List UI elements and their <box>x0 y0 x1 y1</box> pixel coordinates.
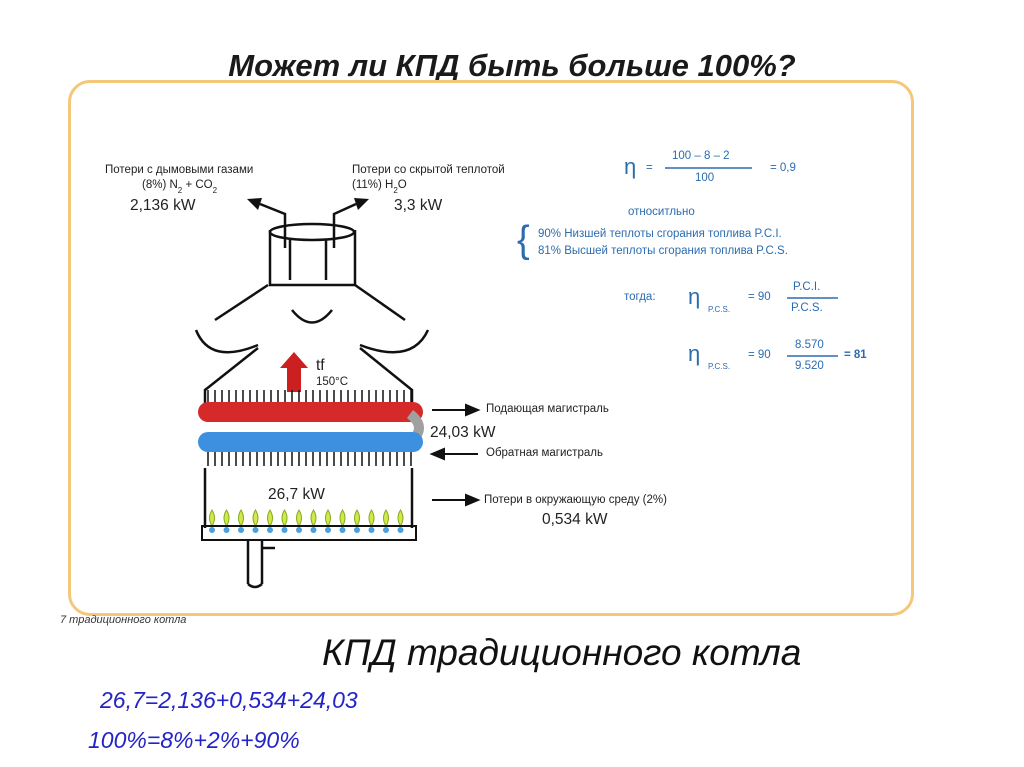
gas-pipe <box>246 540 275 589</box>
fins-top <box>207 390 412 403</box>
eq-sign-1: = <box>646 162 653 174</box>
calc-line-percent: 100%=8%+2%+90% <box>88 727 300 753</box>
burner-power-value: 26,7 kW <box>268 486 325 503</box>
pcs-line: 81% Высшей теплоты сгорания топлива P.C.… <box>538 245 788 257</box>
burner-nozzle <box>296 527 302 533</box>
flue-loss-n: (8%) N <box>142 179 178 191</box>
burner-flame <box>281 509 288 527</box>
frac2-numerator: P.C.I. <box>793 281 821 293</box>
eta-symbol-1: η <box>624 154 637 179</box>
calc-line-power: 26,7=2,136+0,534+24,03 <box>100 687 358 713</box>
eq90-3: = 90 <box>748 349 771 361</box>
burner-flame <box>267 509 273 527</box>
page-title: Может ли КПД быть больше 100%? <box>228 48 796 83</box>
burner-nozzle <box>252 527 259 533</box>
chimney <box>268 222 357 287</box>
burner <box>209 509 404 533</box>
eta-symbol-2: η <box>688 284 701 309</box>
burner-flame <box>325 509 331 527</box>
burner-nozzle <box>209 527 215 533</box>
frac1-denominator: 100 <box>695 172 715 184</box>
burner-nozzle <box>368 527 375 533</box>
flue-loss-sub1: 2 <box>177 186 183 195</box>
burner-rail <box>201 525 417 541</box>
hood <box>194 283 430 354</box>
frac3-denominator: 9.520 <box>795 360 824 372</box>
return-pipe <box>198 432 423 452</box>
eq90-2: = 90 <box>748 291 771 303</box>
env-loss-label: Потери в окружающую среду (2%) <box>484 494 667 506</box>
tf-temperature: 150°C <box>316 376 349 388</box>
burner-flame <box>238 509 244 527</box>
flue-arrow-left-head <box>247 198 262 210</box>
burner-nozzle <box>310 527 317 533</box>
relative-label: относитльно <box>628 206 695 218</box>
env-loss-value: 0,534 kW <box>542 511 608 528</box>
latent-loss-h: (11%) H <box>352 179 394 191</box>
supply-pipe <box>198 402 423 422</box>
then-label: тогда: <box>624 291 656 303</box>
burner-flame <box>339 509 346 527</box>
burner-flame <box>354 509 360 527</box>
final-result: = 81 <box>844 349 867 361</box>
flue-loss-value: 2,136 kW <box>130 197 196 214</box>
eta-pcs-sub-2: P.C.S. <box>708 305 731 314</box>
flue-loss-label: Потери с дымовыми газами <box>105 164 254 176</box>
burner-flame <box>296 509 302 527</box>
burner-nozzle <box>223 527 230 533</box>
burner-flame <box>252 509 259 527</box>
side-arrows <box>429 403 481 507</box>
burner-nozzle <box>339 527 346 533</box>
frac3-numerator: 8.570 <box>795 339 824 351</box>
latent-loss-sub: 2 <box>393 186 398 195</box>
latent-loss-value: 3,3 kW <box>394 197 443 214</box>
useful-power-value: 24,03 kW <box>430 424 496 441</box>
pci-line: 90% Низшей теплоты сгорания топлива P.C.… <box>538 228 782 240</box>
burner-nozzle <box>354 527 360 533</box>
burner-nozzle <box>267 527 273 533</box>
burner-flame <box>209 509 215 527</box>
brace: { <box>517 219 530 261</box>
flue-loss-sub2: 2 <box>212 186 218 195</box>
subtitle: КПД традиционного котла <box>322 632 802 673</box>
burner-nozzle <box>397 527 404 533</box>
burner-flame <box>397 509 404 527</box>
frac1-result: = 0,9 <box>770 162 796 174</box>
flue-loss-co: + CO <box>185 179 213 191</box>
burner-nozzle <box>383 527 389 533</box>
heat-up-arrow <box>280 352 308 392</box>
latent-loss-composition: (11%) H2O <box>352 179 407 195</box>
burner-nozzle <box>325 527 331 533</box>
burner-flame <box>310 509 317 527</box>
burner-nozzle <box>281 527 288 533</box>
supply-line-label: Подающая магистраль <box>486 403 609 415</box>
caption-fragment: 7 традиционного котла <box>60 614 187 626</box>
latent-loss-label: Потери со скрытой теплотой <box>352 164 505 176</box>
burner-flame <box>383 509 389 527</box>
tf-label: tf <box>316 357 325 374</box>
frac2-denominator: P.C.S. <box>791 302 823 314</box>
flue-arrows <box>259 202 357 248</box>
flue-loss-composition: (8%) N2 + CO2 <box>142 179 217 195</box>
return-line-label: Обратная магистраль <box>486 447 603 459</box>
eta-pcs-sub-3: P.C.S. <box>708 362 731 371</box>
burner-flame <box>223 509 230 527</box>
burner-flame <box>368 509 375 527</box>
eta-symbol-3: η <box>688 341 701 366</box>
fins-bottom <box>207 452 412 466</box>
flue-arrow-right-head <box>354 198 369 210</box>
latent-loss-o: O <box>397 179 407 191</box>
burner-nozzle <box>238 527 244 533</box>
frac1-numerator: 100 – 8 – 2 <box>672 150 730 162</box>
